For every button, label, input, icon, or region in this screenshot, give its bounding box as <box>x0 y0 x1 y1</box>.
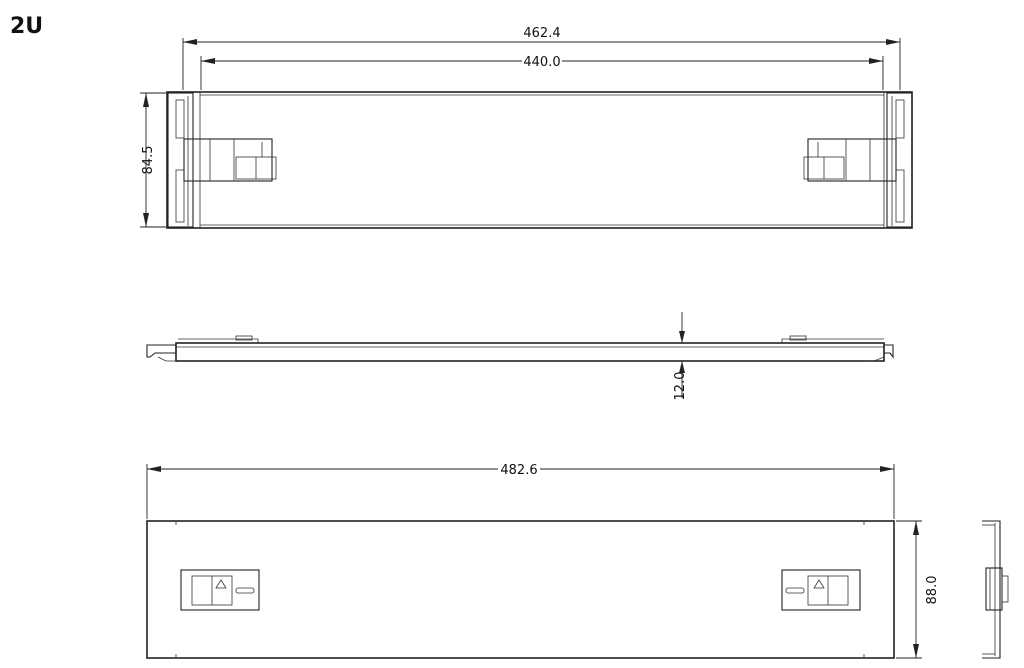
front-view: 482.6 88.0 <box>146 460 940 659</box>
dim-label-462-4: 462.4 <box>523 26 560 41</box>
dim-label-482-6: 482.6 <box>500 463 537 478</box>
dim-440-0: 440.0 <box>200 52 884 90</box>
end-view <box>982 520 1009 659</box>
right-mounting-bracket <box>803 92 913 228</box>
dim-label-84-5: 84.5 <box>141 146 156 175</box>
dim-84-5: 84.5 <box>140 92 166 228</box>
dim-label-440-0: 440.0 <box>523 55 560 70</box>
right-latch <box>807 138 897 182</box>
dim-462-4: 462.4 <box>182 26 901 90</box>
front-panel-outline <box>146 520 895 659</box>
side-view: 12.0 <box>146 312 894 400</box>
left-front-handle <box>180 569 260 611</box>
dim-label-12-0: 12.0 <box>673 372 688 401</box>
top-view: 462.4 440.0 84.5 <box>140 26 913 229</box>
dim-482-6: 482.6 <box>146 460 895 519</box>
right-front-handle <box>781 569 861 611</box>
top-view-tray-outline <box>166 91 913 229</box>
drawing-title: 2U <box>10 14 43 39</box>
dim-12-0: 12.0 <box>672 312 694 400</box>
left-latch <box>183 138 273 182</box>
left-mounting-bracket <box>167 92 277 228</box>
dim-88-0: 88.0 <box>896 520 940 659</box>
side-view-body <box>175 342 885 362</box>
dim-label-88-0: 88.0 <box>925 576 940 605</box>
